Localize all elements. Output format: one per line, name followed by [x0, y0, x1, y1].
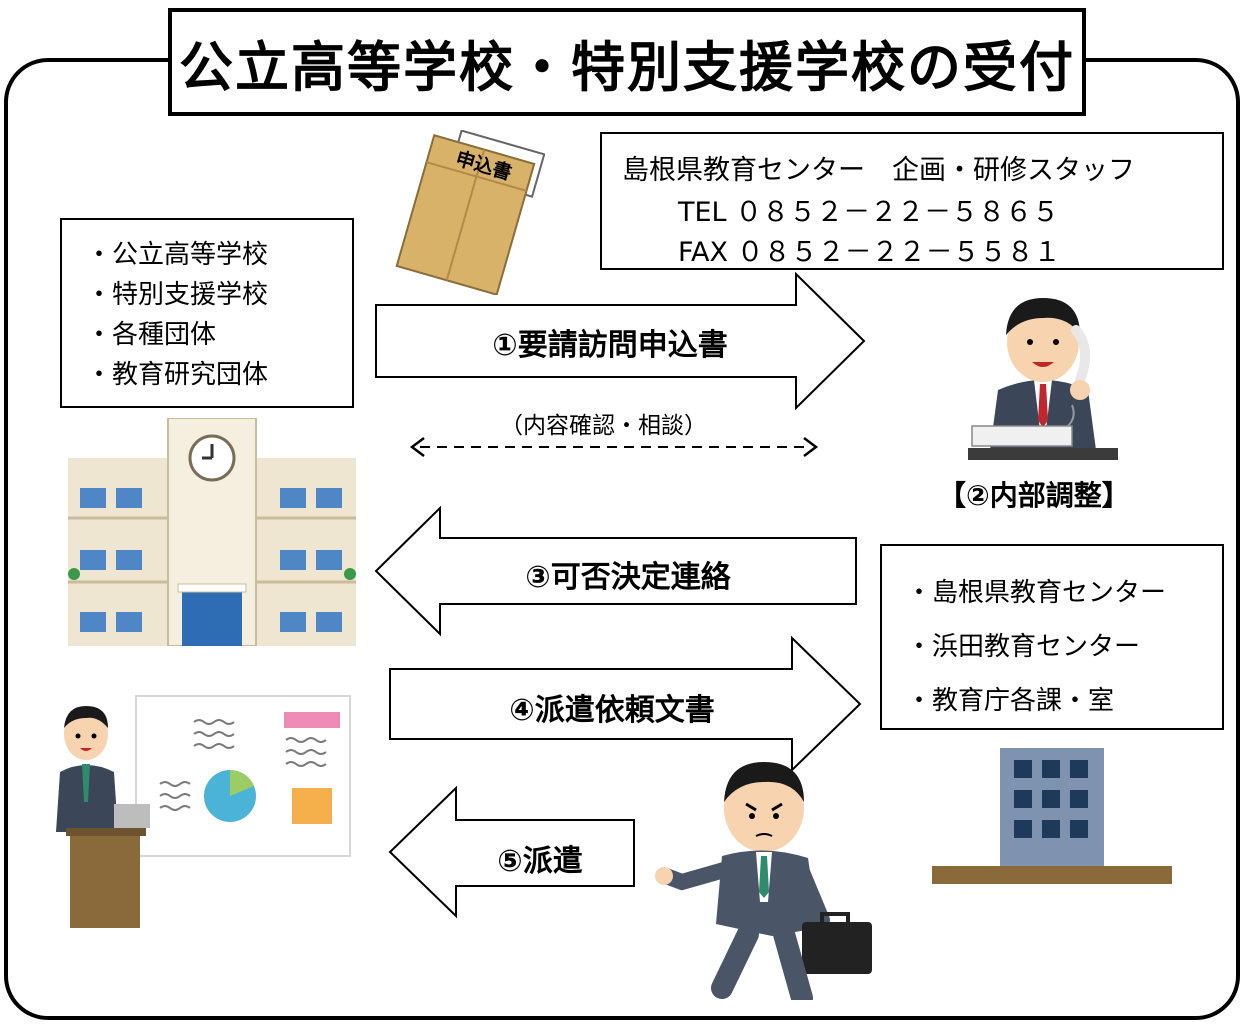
center-item: ・浜田教育センター	[906, 632, 1141, 662]
step3-label: ③可否決定連絡	[525, 560, 731, 595]
office-building-icon	[932, 748, 1172, 884]
step5-label: ⑤派遣	[497, 844, 583, 879]
requester-item: ・特別支援学校	[86, 280, 269, 310]
requester-item: ・教育研究団体	[86, 360, 269, 390]
arrow-right-step1	[375, 272, 866, 410]
contact-org: 島根県教育センター 企画・研修スタッフ	[622, 155, 1135, 186]
contact-tel: TEL ０８５２－２２－５８６５	[678, 197, 1060, 228]
step1-label: ①要請訪問申込書	[492, 328, 728, 363]
presenter-icon	[56, 695, 351, 928]
step2-label: 【②内部調整】	[938, 479, 1130, 512]
step4-label: ④派遣依頼文書	[509, 693, 715, 728]
page-title: 公立高等学校・特別支援学校の受付	[179, 35, 1075, 99]
center-item: ・教育庁各課・室	[906, 686, 1115, 716]
center-item: ・島根県教育センター	[906, 578, 1167, 608]
envelope-icon: 申込書	[395, 130, 545, 295]
operator-on-phone-icon	[968, 298, 1118, 460]
contact-box: 島根県教育センター 企画・研修スタッフ TEL ０８５２－２２－５８６５ FAX…	[600, 132, 1224, 270]
title-box: 公立高等学校・特別支援学校の受付	[168, 8, 1086, 116]
requesters-box: ・公立高等学校 ・特別支援学校 ・各種団体 ・教育研究団体	[60, 218, 354, 408]
running-businessman-icon	[655, 762, 872, 1000]
dashed-double-arrow	[409, 437, 819, 457]
centers-box: ・島根県教育センター ・浜田教育センター ・教育庁各課・室	[880, 544, 1224, 730]
arrow-left-step5	[388, 786, 635, 919]
arrow-right-step4	[389, 636, 862, 772]
requester-item: ・各種団体	[86, 320, 217, 350]
contact-fax: FAX ０８５２－２２－５５８１	[678, 237, 1061, 268]
note-label: （内容確認・相談）	[500, 413, 707, 439]
requester-item: ・公立高等学校	[86, 240, 269, 270]
school-building-icon	[68, 418, 356, 646]
arrow-left-step3	[374, 506, 857, 637]
